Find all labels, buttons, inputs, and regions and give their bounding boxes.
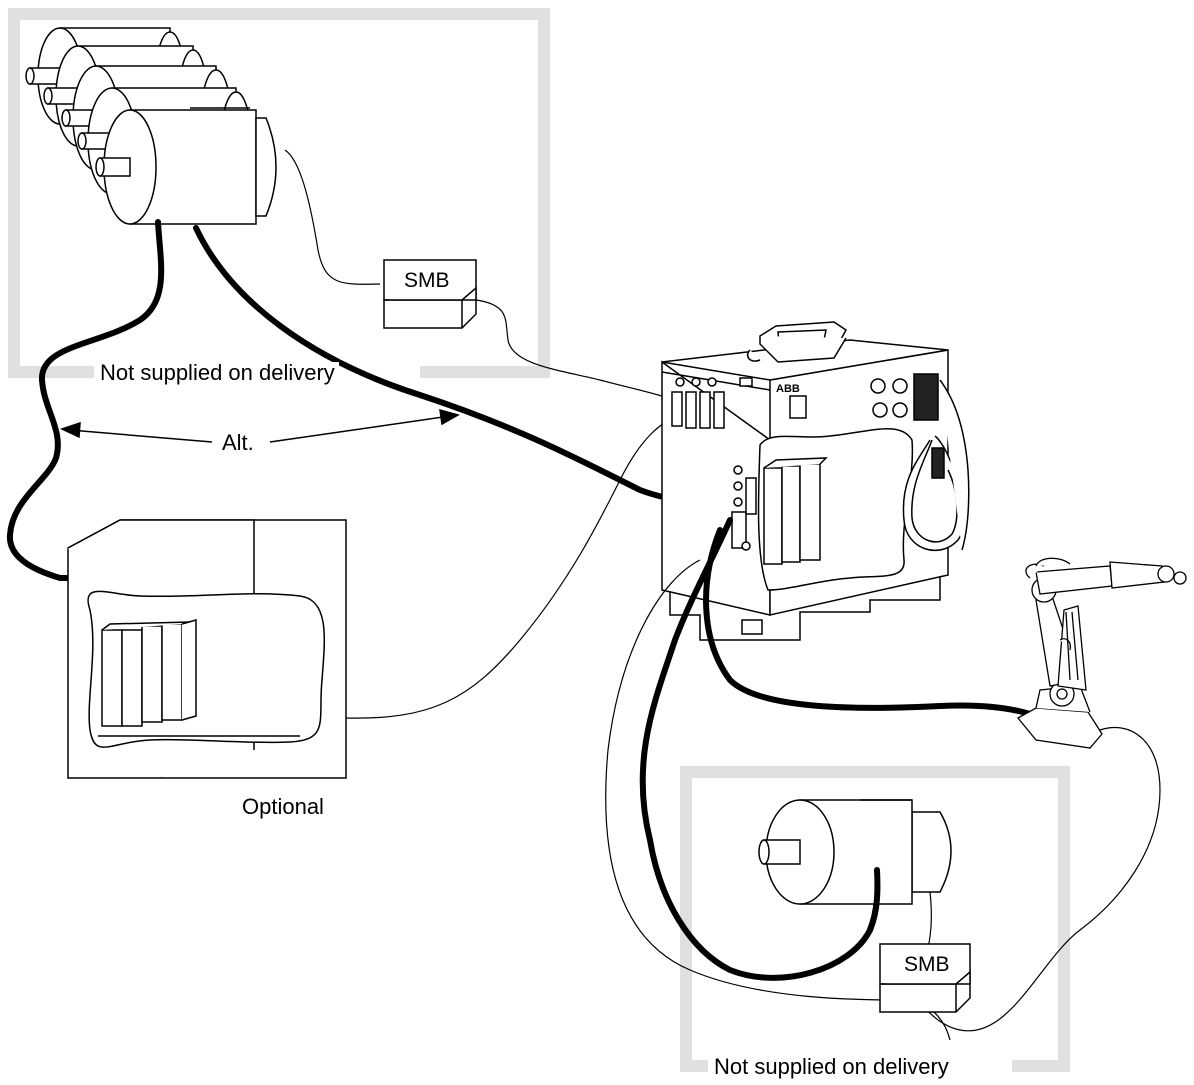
optional-label: Optional: [242, 796, 324, 818]
signal-cable-top: [285, 150, 380, 284]
smb-top-label: SMB: [404, 270, 450, 291]
alt-label: Alt.: [218, 432, 258, 454]
abb-logo: ABB: [776, 383, 800, 395]
bottom-motor-icon: [759, 800, 951, 904]
signal-cable-optional-controller: [346, 410, 690, 718]
smb-bottom-label: SMB: [904, 954, 950, 975]
stacked-motors-icon: [26, 28, 276, 224]
signal-cable-smb-controller: [476, 300, 668, 398]
optional-cabinet: [68, 520, 346, 778]
signal-cable-motor-smb: [928, 892, 931, 948]
alt-arrow: [62, 410, 458, 442]
robot-arm-icon: [1018, 558, 1186, 748]
top-frame-label: Not supplied on delivery: [96, 362, 339, 384]
bottom-frame-label: Not supplied on delivery: [710, 1056, 953, 1078]
